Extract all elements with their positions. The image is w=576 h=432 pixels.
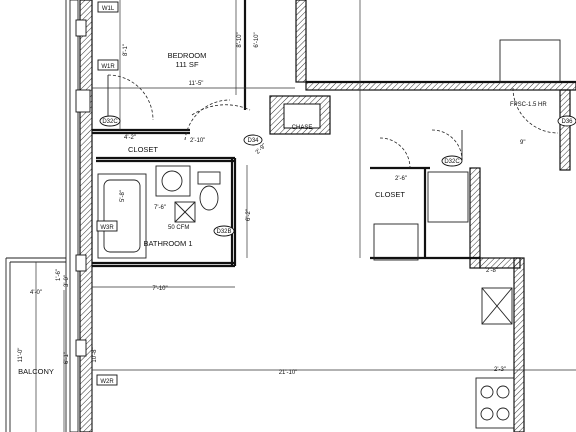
svg-text:W1R: W1R [101,64,115,70]
tag-d32c-right: D32C [441,155,463,167]
kitchen-fixtures [373,39,561,429]
dim-label: 11'-5" [189,81,204,87]
dim-label: 7'-10" [152,286,167,292]
dim-label: 2'-3" [494,367,506,373]
dim-label: 4'-0" [30,290,42,296]
dim-label: 5'-8" [120,190,126,202]
room-label-chase: CHASE [292,125,313,131]
dim-label: 8'-1" [123,44,129,56]
dim-label: 7'-6" [154,205,166,211]
dim-label: 8'-10" [237,32,243,47]
tag-w2r: W2R [96,374,118,386]
tag-d32c-left: D32C [99,115,121,127]
dimension-lines [35,0,576,432]
dim-label: 10'-8" [92,347,98,362]
note-fan-cfm: 50 CFM [168,225,189,231]
tag-d32b: D32B [213,225,235,237]
dim-label: 11'-0" [18,348,24,363]
tag-w3r: W3R [96,220,118,232]
dim-label: 4'-2" [124,135,136,141]
svg-text:W1L: W1L [102,6,115,12]
room-label-bedroom: BEDROOM [168,51,207,60]
tag-w1l: W1L [97,1,119,13]
room-label-bathroom: BATHROOM 1 [143,239,192,248]
svg-text:W3R: W3R [100,225,114,231]
svg-text:D32C: D32C [444,159,460,165]
bathroom-fixtures [97,165,221,259]
dim-label: 2'-10" [190,138,205,144]
exterior-walls [65,0,576,432]
dim-label: 2'-6" [395,176,407,182]
dim-label: 6'-1" [64,352,70,364]
svg-text:D34: D34 [247,138,259,144]
room-label-closet-right: CLOSET [375,190,405,199]
dim-label: 21'-10" [279,370,298,376]
dim-label: 3'-0" [64,275,70,287]
dim-label: 6'-10" [254,32,260,47]
dim-label: 6'-2" [246,209,252,221]
tag-d36: D36 [557,115,576,127]
room-area-bedroom: 111 SF [175,60,198,69]
dim-label: 2'-8" [486,268,498,274]
svg-text:W2R: W2R [100,379,114,385]
svg-text:D36: D36 [561,119,573,125]
tag-w1r: W1R [97,59,119,71]
note-fire-rating: FPSC-1.5 HR [510,102,547,108]
svg-text:D32B: D32B [216,229,231,235]
dimension-labels: 11'-5" 4'-2" 2'-10" 7'-6" 7'-10" 4'-0" 2… [18,32,525,376]
svg-text:D32C: D32C [102,119,118,125]
dim-label: 9" [520,140,525,146]
room-label-closet-left: CLOSET [128,145,158,154]
tag-d34: D34 [243,134,263,146]
room-label-balcony: BALCONY [18,367,54,376]
dim-label: 1'-6" [56,269,62,281]
interior-walls [5,0,480,432]
